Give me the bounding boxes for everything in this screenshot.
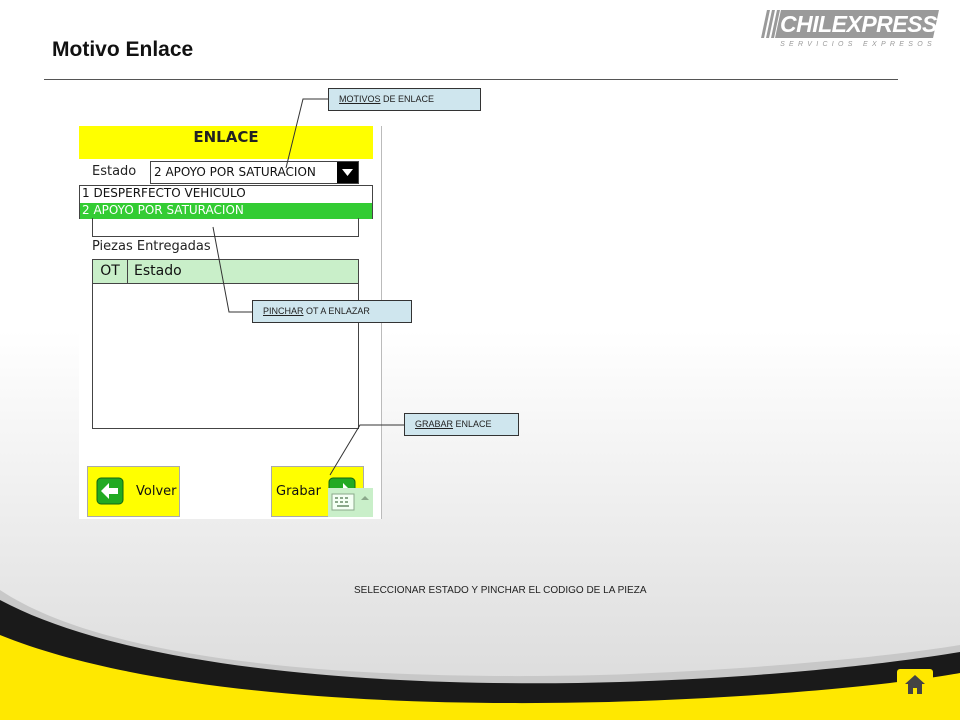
grabar-label: Grabar	[276, 484, 321, 499]
title-divider	[44, 79, 898, 80]
chilexpress-logo: CHILEXPRESS SERVICIOS EXPRESOS	[760, 8, 940, 54]
estado-select[interactable]: 2 APOYO POR SATURACION	[150, 161, 359, 184]
obscured-field	[92, 218, 359, 237]
callout-motivos-de-enlace: MOTIVOS DE ENLACE	[328, 88, 481, 111]
keyboard-icon[interactable]	[328, 488, 373, 517]
back-arrow-icon	[96, 477, 124, 505]
estado-select-value: 2 APOYO POR SATURACION	[154, 165, 316, 179]
instruction-text: SELECCIONAR ESTADO Y PINCHAR EL CODIGO D…	[354, 585, 647, 596]
estado-label: Estado	[92, 164, 137, 179]
callout-grabar-enlace: GRABAR ENLACE	[404, 413, 519, 436]
volver-button[interactable]: Volver	[87, 466, 180, 517]
column-header-ot: OT	[93, 260, 128, 283]
dropdown-arrow-icon[interactable]	[337, 162, 358, 183]
piezas-table[interactable]: OT Estado	[92, 259, 359, 429]
dropdown-option-apoyo[interactable]: 2 APOYO POR SATURACION	[80, 203, 372, 219]
dropdown-option-desperfecto[interactable]: 1 DESPERFECTO VEHICULO	[80, 186, 372, 202]
callout-pinchar-ot: PINCHAR OT A ENLAZAR	[252, 300, 412, 323]
decorative-swoosh	[0, 590, 960, 720]
logo-text: CHILEXPRESS	[780, 11, 937, 37]
home-icon	[905, 675, 925, 694]
slide-title: Motivo Enlace	[52, 38, 194, 61]
volver-label: Volver	[136, 484, 177, 499]
estado-dropdown-list: 1 DESPERFECTO VEHICULO 2 APOYO POR SATUR…	[79, 185, 373, 219]
home-button[interactable]	[897, 669, 933, 700]
piezas-entregadas-label: Piezas Entregadas	[92, 239, 211, 254]
table-header: OT Estado	[93, 260, 358, 284]
column-header-estado: Estado	[134, 263, 182, 279]
enlace-header: ENLACE	[79, 126, 373, 159]
logo-tagline: SERVICIOS EXPRESOS	[780, 41, 936, 48]
